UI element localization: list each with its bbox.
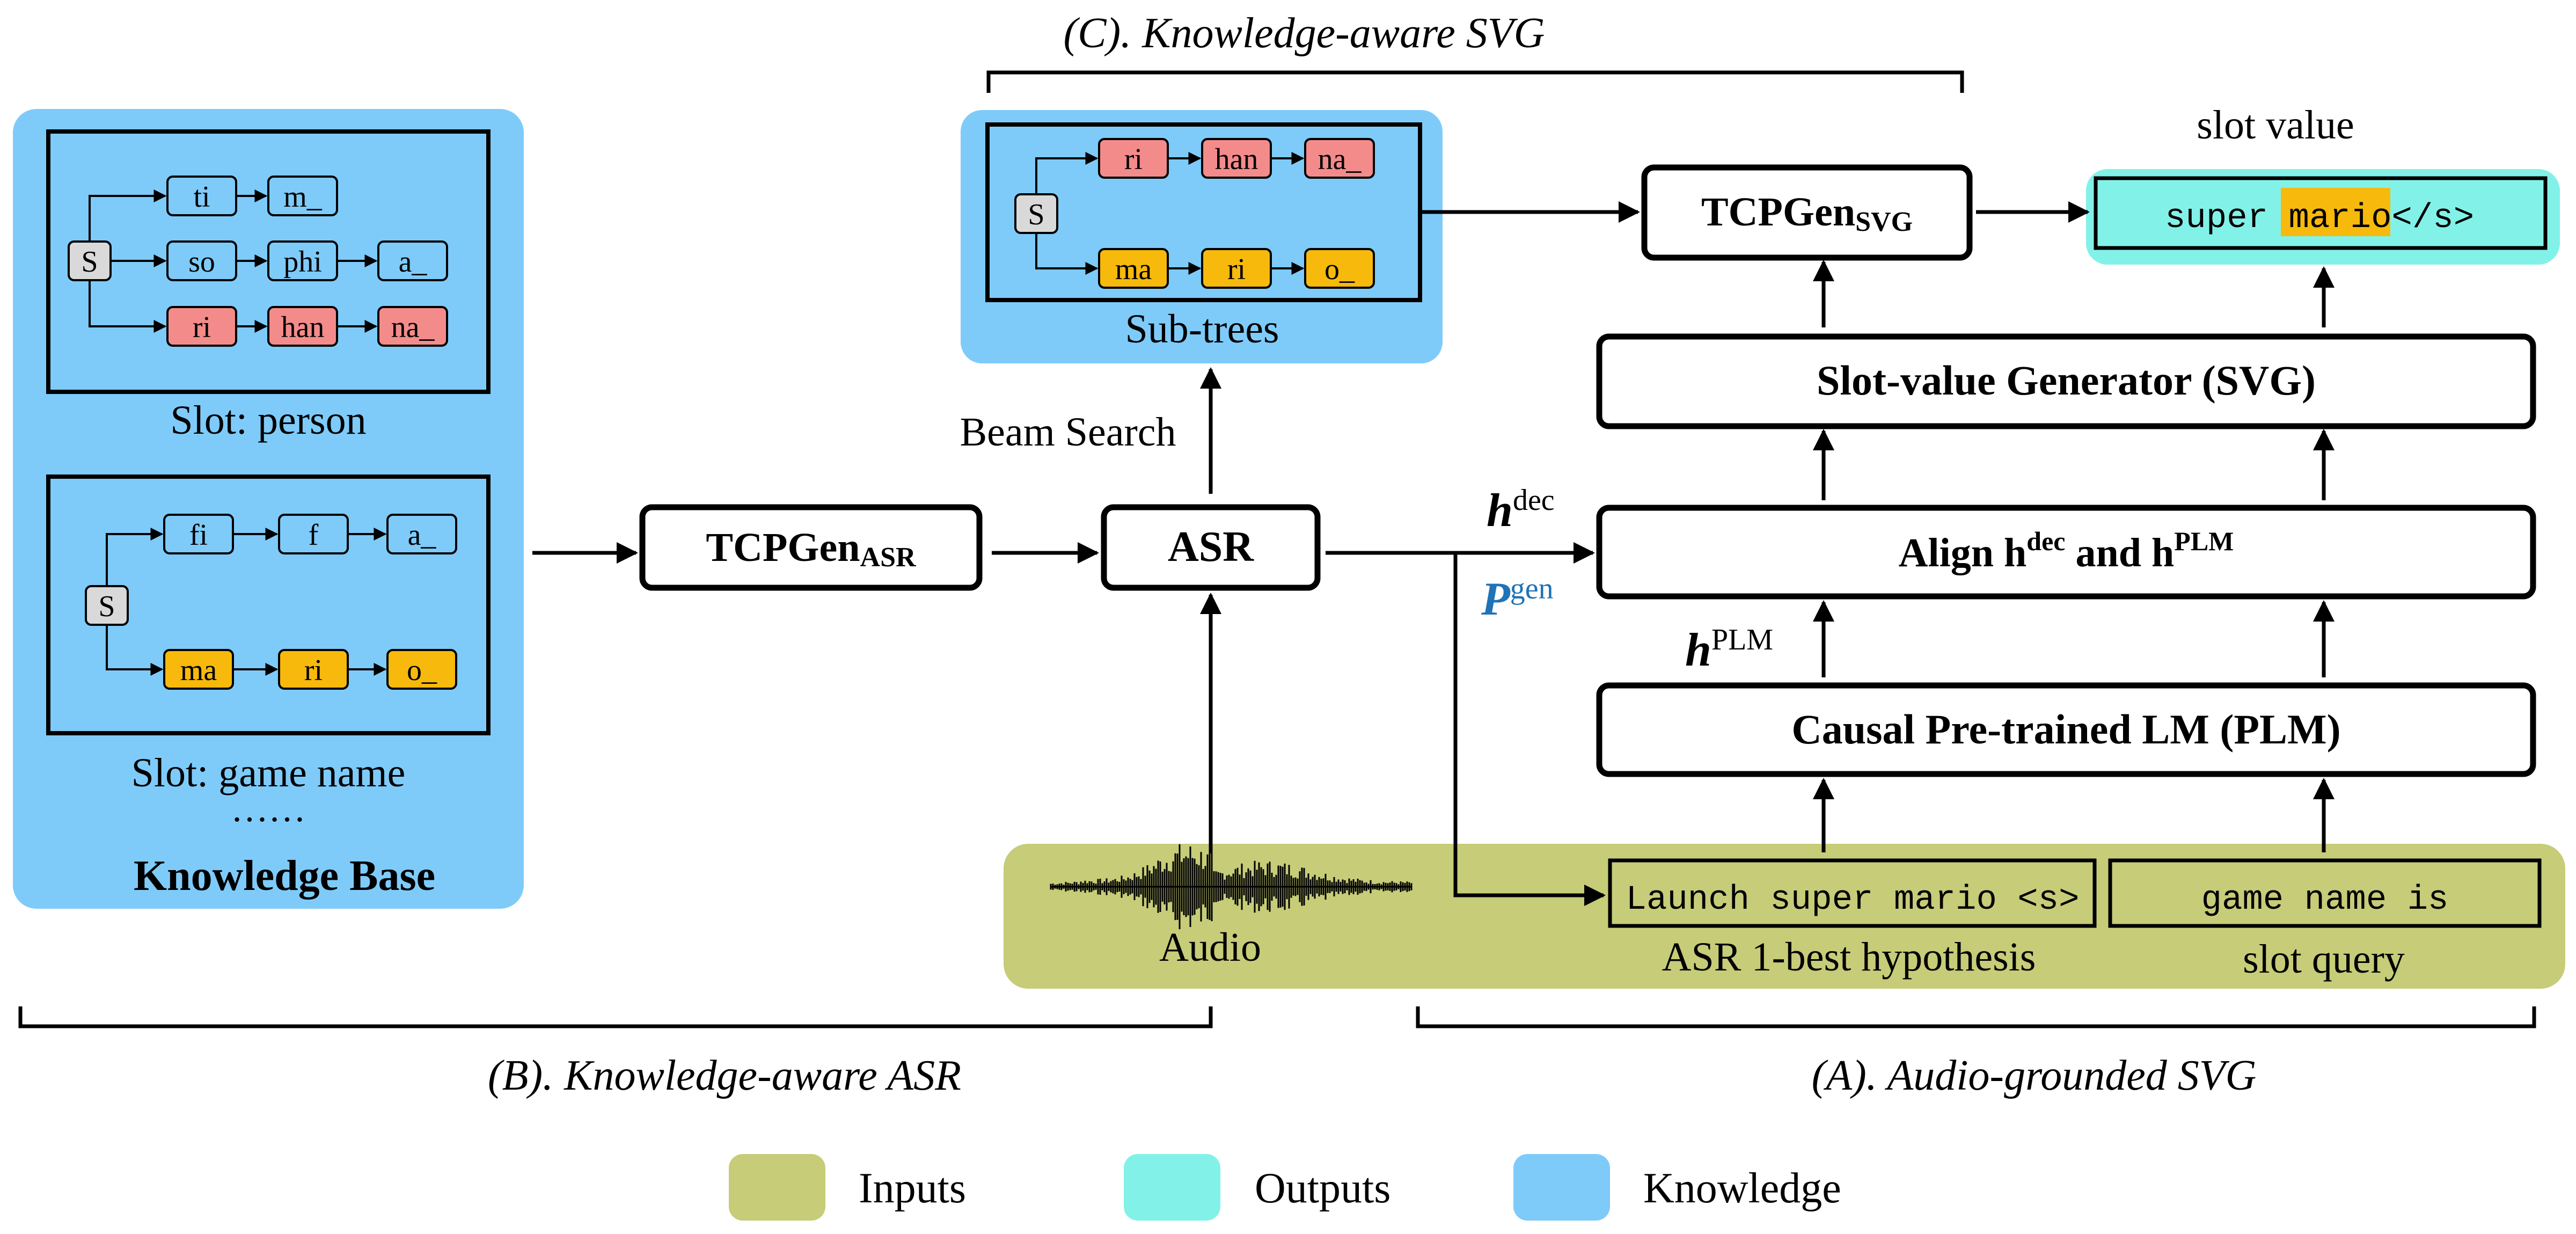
trie-node-label: ti bbox=[193, 180, 210, 214]
align-label: Align hdec and hPLM bbox=[1899, 526, 2234, 575]
plm-label: Causal Pre-trained LM (PLM) bbox=[1791, 706, 2340, 753]
slot-value-text: super mario</s> bbox=[2165, 199, 2474, 238]
trie-node-label: o_ bbox=[1324, 253, 1355, 286]
p-gen-label: Pgen bbox=[1481, 572, 1554, 625]
section-a-bracket bbox=[1416, 1006, 2536, 1028]
trie-node-label: han bbox=[1215, 143, 1258, 176]
arrow-asr-to-hypothesis bbox=[1453, 553, 1606, 906]
tcpgen-asr-block bbox=[639, 504, 983, 591]
trie-node-label: na_ bbox=[1318, 143, 1362, 176]
section-c-bracket bbox=[986, 70, 1964, 93]
legend-label-outputs: Outputs bbox=[1255, 1165, 1391, 1212]
section-b-title: (B). Knowledge-aware ASR bbox=[488, 1052, 961, 1099]
trie-node-label: na_ bbox=[391, 311, 435, 344]
section-c-title: (C). Knowledge-aware SVG bbox=[1064, 10, 1545, 57]
trie-root-label: S bbox=[98, 590, 115, 623]
svg-label: Slot-value Generator (SVG) bbox=[1817, 357, 2316, 404]
query-text: game name is bbox=[2201, 881, 2449, 919]
trie-node bbox=[386, 514, 457, 554]
trie-node-label: phi bbox=[283, 245, 322, 279]
audio-waveform-icon bbox=[1050, 844, 1413, 930]
slot-person-box bbox=[46, 129, 491, 394]
trie-edge bbox=[106, 528, 164, 586]
trie-node bbox=[267, 176, 338, 216]
inputs-panel bbox=[1004, 844, 2565, 989]
slot-value-highlight bbox=[2281, 188, 2390, 236]
ellipsis: …… bbox=[231, 788, 306, 830]
trie-node-label: ma bbox=[1115, 253, 1152, 286]
tcpgen-svg-block bbox=[1641, 164, 1973, 261]
trie-edge bbox=[1035, 233, 1099, 275]
trie-node-label: ri bbox=[1124, 143, 1143, 176]
trie-edge bbox=[89, 280, 167, 333]
section-a-title: (A). Audio-grounded SVG bbox=[1812, 1052, 2257, 1099]
legend-label-knowledge: Knowledge bbox=[1643, 1165, 1841, 1212]
trie-node-label: a_ bbox=[399, 245, 428, 279]
trie-node bbox=[377, 240, 448, 281]
hypothesis-box bbox=[1608, 858, 2097, 928]
hypothesis-text: Launch super mario <s> bbox=[1626, 881, 2080, 919]
trie-node-label: m_ bbox=[283, 180, 323, 214]
align-block bbox=[1596, 505, 2536, 600]
trie-node-label: a_ bbox=[408, 519, 437, 552]
trie-subtrees: Sri han na_ma ri o_ bbox=[1014, 138, 1375, 289]
tcpgen-asr-label: TCPGenASR bbox=[706, 525, 917, 573]
section-b-bracket bbox=[18, 1006, 1213, 1028]
hypothesis-caption: ASR 1-best hypothesis bbox=[1662, 934, 2036, 980]
trie-node-label: ri bbox=[1227, 253, 1246, 286]
legend-swatch-outputs bbox=[1124, 1154, 1220, 1221]
slot-person-label: Slot: person bbox=[170, 398, 366, 443]
trie-node-label: ri bbox=[193, 311, 211, 344]
trie-node-label: f bbox=[309, 519, 319, 552]
plm-block bbox=[1596, 682, 2536, 777]
trie-edge bbox=[106, 625, 164, 676]
trie-node-label: o_ bbox=[407, 654, 437, 687]
trie-node bbox=[386, 649, 457, 690]
trie-node-label: ri bbox=[304, 654, 323, 687]
trie-node bbox=[1304, 248, 1375, 289]
trie-node-label: fi bbox=[189, 519, 208, 552]
legend-swatch-knowledge bbox=[1513, 1154, 1610, 1221]
h-dec-label: hdec bbox=[1487, 484, 1555, 537]
h-plm-label: hPLM bbox=[1685, 623, 1773, 676]
slot-value-title: slot value bbox=[2197, 103, 2354, 148]
trie-node bbox=[1304, 138, 1375, 179]
trie-node bbox=[377, 306, 448, 347]
slot-game-label: Slot: game name bbox=[131, 750, 406, 795]
query-box bbox=[2108, 858, 2542, 928]
trie-edge bbox=[1035, 152, 1099, 194]
trie-node-label: so bbox=[188, 245, 215, 279]
asr-label: ASR bbox=[1168, 523, 1254, 571]
trie-root-label: S bbox=[81, 245, 98, 279]
legend-label-inputs: Inputs bbox=[859, 1165, 966, 1212]
trie-game-name: Sfi f a_ma ri o_ bbox=[85, 514, 457, 690]
query-caption: slot query bbox=[2243, 937, 2405, 982]
tcpgen-svg-label: TCPGenSVG bbox=[1701, 189, 1913, 237]
trie-node-label: han bbox=[281, 311, 325, 344]
slot-game-box bbox=[46, 474, 491, 735]
trie-node-label: ma bbox=[180, 654, 217, 687]
beam-search-label: Beam Search bbox=[960, 410, 1176, 455]
legend-swatch-inputs bbox=[729, 1154, 825, 1221]
arrows bbox=[532, 201, 2334, 906]
trie-edge bbox=[89, 189, 167, 242]
audio-label: Audio bbox=[1159, 925, 1261, 970]
subtrees-label: Sub-trees bbox=[1125, 306, 1279, 352]
trie-person: Sti m_so phi a_ri han na_ bbox=[68, 176, 448, 347]
slot-value-box bbox=[2094, 176, 2548, 250]
trie-root-label: S bbox=[1028, 198, 1044, 231]
svg-block bbox=[1596, 333, 2536, 429]
knowledge-base-title: Knowledge Base bbox=[134, 852, 435, 900]
legend: Inputs Outputs Knowledge bbox=[729, 1154, 1841, 1221]
asr-block bbox=[1101, 504, 1321, 591]
